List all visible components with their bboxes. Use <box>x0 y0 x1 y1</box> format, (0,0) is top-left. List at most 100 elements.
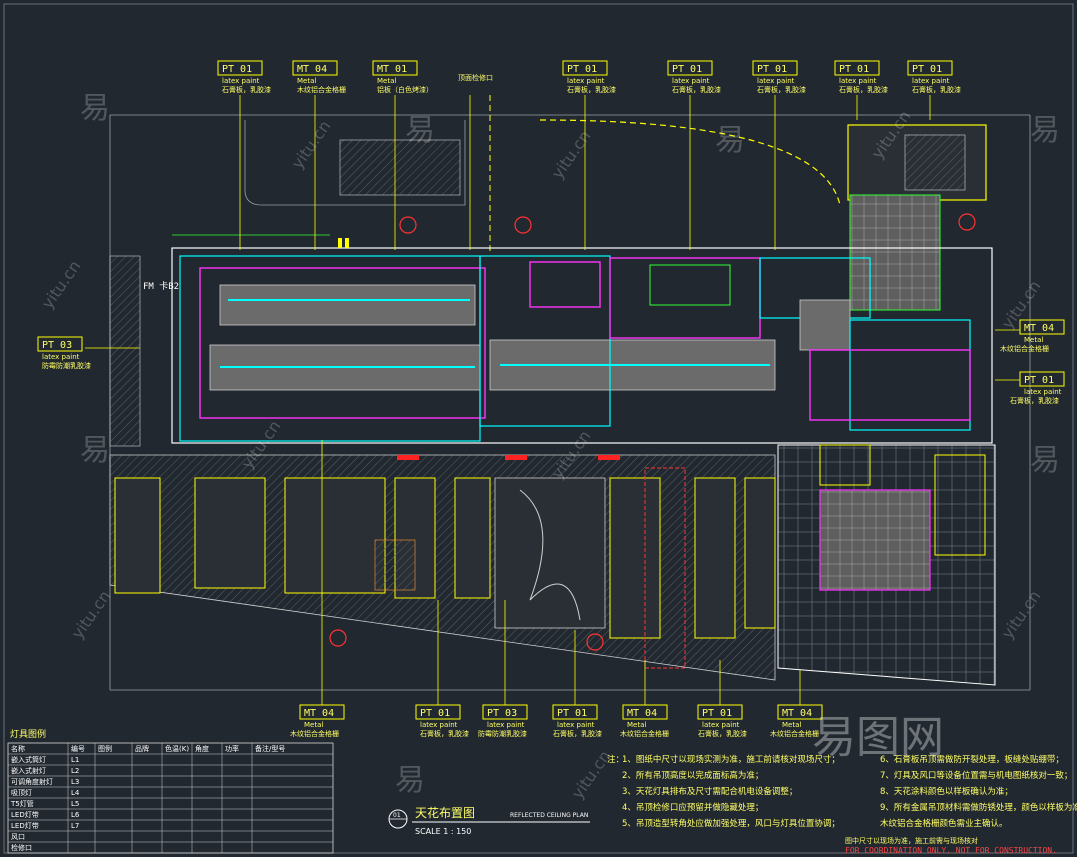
svg-text:MT 04: MT 04 <box>304 708 334 719</box>
section-markers <box>329 213 976 651</box>
legend-cell: 检修口 <box>11 843 32 852</box>
svg-text:MT 04: MT 04 <box>297 64 327 75</box>
svg-text:PT 01: PT 01 <box>702 708 732 719</box>
svg-text:PT 01: PT 01 <box>839 64 869 75</box>
watermark-glyph-2: 易 <box>405 113 435 148</box>
legend-cell: LED灯带 <box>11 810 39 819</box>
legend-cell: 吸顶灯 <box>11 788 32 797</box>
note-4: 4、吊顶检修口应预留并做隐藏处理； <box>622 802 763 813</box>
svg-text:PT 01: PT 01 <box>222 64 252 75</box>
room-label: FM 卡B2 <box>143 280 179 292</box>
note-1: 1、图纸中尺寸以现场实测为准，施工前请核对现场尺寸； <box>622 754 840 765</box>
bottom-leaders <box>321 440 801 705</box>
svg-text:PT 01: PT 01 <box>557 708 587 719</box>
legend-column-header: 编号 <box>71 744 85 753</box>
svg-text:PT 01: PT 01 <box>757 64 787 75</box>
svg-text:PT 01: PT 01 <box>912 64 942 75</box>
svg-text:石膏板，乳胶漆: 石膏板，乳胶漆 <box>567 85 616 94</box>
legend-column-header: 品牌 <box>135 744 149 753</box>
svg-text:PT 03: PT 03 <box>42 340 72 351</box>
svg-text:latex paint: latex paint <box>487 721 525 729</box>
svg-text:latex paint: latex paint <box>702 721 740 729</box>
legend-cell: 风口 <box>11 833 25 841</box>
svg-text:木纹铝合金格栅: 木纹铝合金格栅 <box>770 729 819 738</box>
svg-text:石膏板，乳胶漆: 石膏板，乳胶漆 <box>672 85 721 94</box>
watermark-glyph-3: 易 <box>715 123 745 158</box>
red-marks <box>397 455 620 460</box>
legend-column-header: 色温(K) <box>165 744 189 753</box>
svg-text:latex paint: latex paint <box>567 77 605 85</box>
svg-text:石膏板，乳胶漆: 石膏板，乳胶漆 <box>757 85 806 94</box>
svg-text:latex paint: latex paint <box>757 77 795 85</box>
watermark-site-4: yitu.cn <box>38 257 85 312</box>
legend-column-header: 备注/型号 <box>255 744 285 753</box>
svg-text:木纹铝合金格栅: 木纹铝合金格栅 <box>297 85 346 94</box>
svg-text:PT 01: PT 01 <box>420 708 450 719</box>
watermark-site-10: yitu.cn <box>998 587 1045 642</box>
legend-column-header: 角度 <box>195 744 209 753</box>
watermark-glyph-7: 易 <box>395 763 425 798</box>
watermark-brand: 易图网 <box>812 712 944 763</box>
svg-text:latex paint: latex paint <box>1024 388 1062 396</box>
svg-text:石膏板，乳胶漆: 石膏板，乳胶漆 <box>912 85 961 94</box>
note-6: 6、石膏板吊顶需做防开裂处理，板缝处贴绷带； <box>880 754 1064 765</box>
top-tag-3: 顶面检修口 <box>458 73 493 82</box>
drawing-frame <box>3 3 1074 854</box>
legend-column-header: 名称 <box>11 744 25 753</box>
escalator-zone <box>244 95 841 255</box>
svg-text:PT 03: PT 03 <box>487 708 517 719</box>
legend-heading: 灯具图例 <box>10 728 46 740</box>
watermark-site-8: yitu.cn <box>68 587 115 642</box>
svg-text:石膏板，乳胶漆: 石膏板，乳胶漆 <box>222 85 271 94</box>
svg-text:MT 01: MT 01 <box>377 64 407 75</box>
svg-text:Metal: Metal <box>304 721 323 729</box>
svg-text:latex paint: latex paint <box>557 721 595 729</box>
footer-cn: 图中尺寸以现场为准，施工前需与现场核对 <box>845 836 978 845</box>
watermark-glyph-6: 易 <box>1030 443 1060 478</box>
watermark-glyph-1: 易 <box>80 91 110 126</box>
svg-text:MT 04: MT 04 <box>627 708 657 719</box>
legend-cell: L7 <box>71 822 79 830</box>
note-2: 2、所有吊顶高度以完成面标高为准； <box>622 770 763 781</box>
svg-text:latex paint: latex paint <box>420 721 458 729</box>
watermark-glyph-5: 易 <box>80 433 110 468</box>
legend-cell: 嵌入式筒灯 <box>11 755 46 764</box>
main-ceiling-band <box>109 234 993 447</box>
svg-text:石膏板，乳胶漆: 石膏板，乳胶漆 <box>698 729 747 738</box>
watermark-site-9: yitu.cn <box>568 747 615 802</box>
svg-text:latex paint: latex paint <box>839 77 877 85</box>
note-7: 7、灯具及风口等设备位置需与机电图纸核对一致； <box>880 770 1072 781</box>
svg-text:木纹铝合金格栅: 木纹铝合金格栅 <box>290 729 339 738</box>
legend-cell: L1 <box>71 756 79 764</box>
svg-text:石膏板，乳胶漆: 石膏板，乳胶漆 <box>1010 396 1059 405</box>
watermark-site-1: yitu.cn <box>288 117 335 172</box>
drawing-title: 天花布置图 <box>415 805 475 820</box>
legend-cell: L6 <box>71 811 80 819</box>
svg-text:顶面检修口: 顶面检修口 <box>458 73 493 82</box>
svg-text:PT 01: PT 01 <box>672 64 702 75</box>
svg-text:木纹铝合金格栅: 木纹铝合金格栅 <box>620 729 669 738</box>
svg-text:Metal: Metal <box>297 77 316 85</box>
legend-column-header: 功率 <box>225 744 239 753</box>
svg-text:铝板（白色烤漆）: 铝板（白色烤漆） <box>377 85 433 94</box>
legend-cell: T5灯管 <box>10 799 34 808</box>
legend-cell: L3 <box>71 778 79 786</box>
drawing-title-en: REFLECTED CEILING PLAN <box>510 812 588 819</box>
svg-text:石膏板，乳胶漆: 石膏板，乳胶漆 <box>839 85 888 94</box>
legend-cell: 可调角度射灯 <box>11 777 53 786</box>
svg-text:Metal: Metal <box>377 77 396 85</box>
